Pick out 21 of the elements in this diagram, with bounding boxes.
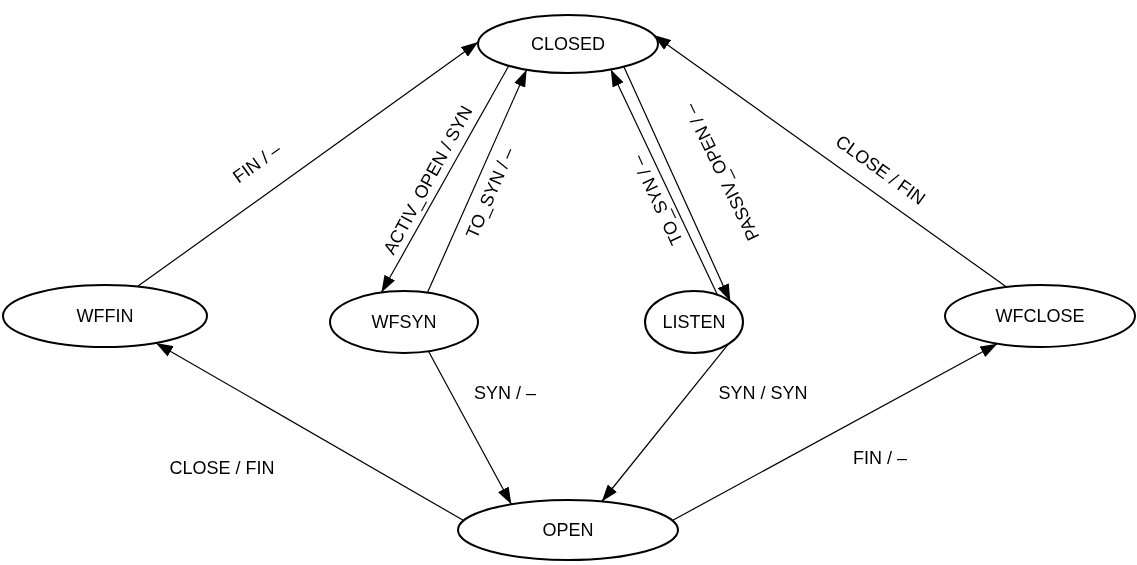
state-node bbox=[2, 284, 208, 348]
state-name: WFSYN bbox=[371, 311, 437, 333]
transition-arrow bbox=[653, 34, 1008, 288]
state-node bbox=[644, 290, 744, 354]
transition-arrow bbox=[427, 350, 512, 505]
transition-arrow bbox=[136, 41, 479, 288]
transition-arrow bbox=[380, 65, 510, 294]
state-name: LISTEN bbox=[662, 311, 726, 333]
state-node bbox=[477, 14, 659, 74]
state-name: CLOSED bbox=[531, 33, 605, 55]
state-name: WFCLOSE bbox=[995, 305, 1085, 327]
state-node bbox=[944, 284, 1136, 348]
state-name: WFFIN bbox=[76, 305, 134, 327]
state-node bbox=[329, 290, 479, 354]
state-node bbox=[457, 499, 679, 561]
transition-arrow bbox=[155, 342, 465, 522]
transition-arrow bbox=[671, 343, 998, 522]
state-name: OPEN bbox=[542, 519, 594, 541]
transition-arrow bbox=[623, 66, 731, 302]
transition-arrow bbox=[610, 68, 718, 296]
transition-arrow bbox=[426, 69, 528, 294]
